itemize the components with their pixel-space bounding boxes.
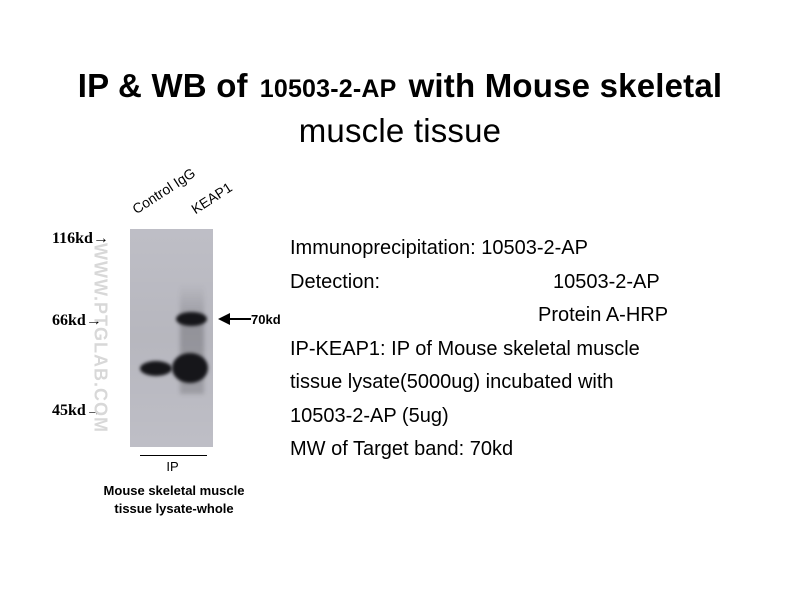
target-band-label: 70kd (251, 312, 281, 327)
info-description-line2: tissue lysate(5000ug) incubated with (290, 371, 614, 393)
blot-background (130, 229, 213, 447)
title-suffix: with Mouse skeletal (408, 67, 723, 104)
band-heavy-chain-keap1 (172, 353, 208, 383)
lane-label-control-igg: Control IgG (129, 164, 199, 217)
info-mw-target-band: MW of Target band: 70kd (290, 438, 514, 460)
info-description-line3: 10503-2-AP (5ug) (290, 405, 449, 427)
info-detection-label: Detection: (290, 271, 381, 293)
western-blot-image (130, 229, 213, 447)
watermark: WWW.PTGLAB.COM (90, 243, 111, 433)
title-antibody-code: 10503-2-AP (259, 75, 397, 103)
blot-caption-line1: Mouse skeletal muscle (103, 483, 245, 498)
info-immunoprecipitation: Immunoprecipitation: 10503-2-AP (290, 237, 588, 259)
title-prefix: IP & WB of (77, 67, 248, 104)
blot-caption-line2: tissue lysate-whole (114, 501, 234, 516)
info-detection-secondary: Protein A-HRP (538, 304, 669, 326)
band-heavy-chain-control (140, 361, 172, 376)
marker-45kd: 45kd→ (52, 402, 102, 419)
lane-label-keap1: KEAP1 (188, 178, 235, 217)
marker-116kd: 116kd→ (52, 230, 109, 247)
target-arrow-icon (218, 313, 251, 325)
page-title-line1: IP & WB of 10503-2-AP with Mouse skeletal (0, 66, 800, 109)
ip-bracket-line (140, 455, 207, 456)
marker-66kd: 66kd→ (52, 312, 102, 329)
ip-label: IP (166, 459, 179, 474)
info-detection-value: 10503-2-AP (553, 271, 660, 293)
info-description-line1: IP-KEAP1: IP of Mouse skeletal muscle (290, 338, 640, 360)
band-70kd-keap1 (176, 312, 207, 326)
page-title-line2: muscle tissue (298, 112, 502, 149)
